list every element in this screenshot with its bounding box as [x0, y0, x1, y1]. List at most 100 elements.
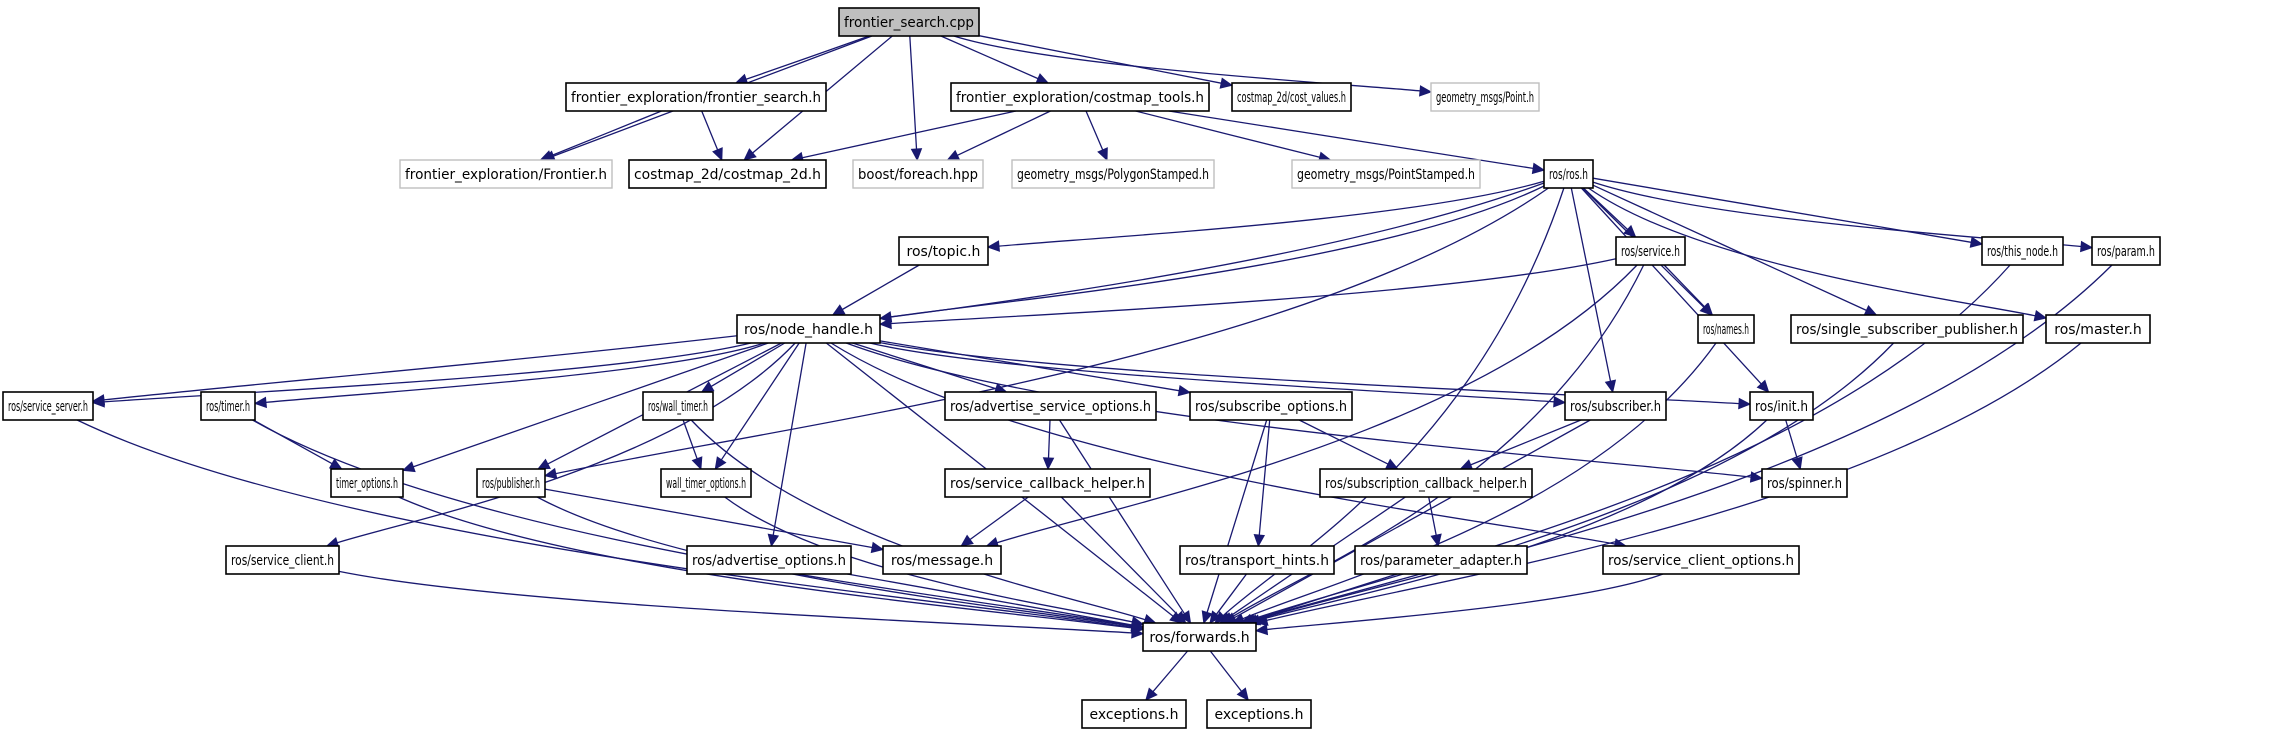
- edge-line: [1266, 573, 1664, 631]
- node-box: [898, 236, 989, 266]
- node-ros[interactable]: ros/ros.h: [1543, 159, 1594, 189]
- edge-node_handle-to-timer_options: [401, 342, 769, 473]
- node-forwards[interactable]: ros/forwards.h: [1142, 622, 1257, 652]
- arrowhead-icon: [714, 456, 727, 471]
- node-subch[interactable]: ros/subscription_callback_helper.h: [1319, 468, 1533, 498]
- node-aso[interactable]: ros/advertise_service_options.h: [944, 391, 1157, 421]
- node-init[interactable]: ros/init.h: [1749, 391, 1814, 421]
- edge-line: [1592, 177, 1972, 243]
- edge-line: [852, 342, 997, 390]
- node-box: [1543, 159, 1594, 189]
- node-gm-ps: geometry_msgs/PointStamped.h: [1291, 159, 1481, 189]
- edge-init-to-spinner: [1785, 419, 1803, 471]
- edge-sch-to-message: [960, 496, 1029, 547]
- node-label: ros/service_client.h: [231, 553, 334, 569]
- node-label: ros/names.h: [1703, 322, 1749, 338]
- node-label: ros/topic.h: [907, 244, 981, 260]
- arrowhead-icon: [1700, 302, 1714, 316]
- node-cv[interactable]: costmap_2d/cost_values.h: [1231, 82, 1352, 112]
- node-service-client[interactable]: ros/service_client.h: [225, 545, 340, 575]
- edge-layer: [76, 35, 2113, 701]
- node-transport-hints[interactable]: ros/transport_hints.h: [1179, 545, 1335, 575]
- node-timer[interactable]: ros/timer.h: [200, 391, 256, 421]
- edge-line: [555, 187, 1549, 475]
- arrowhead-icon: [1173, 610, 1187, 624]
- edge-line: [841, 264, 920, 311]
- node-topic[interactable]: ros/topic.h: [898, 236, 989, 266]
- node-label: ros/subscriber.h: [1570, 399, 1661, 415]
- node-label: ros/ros.h: [1549, 167, 1588, 183]
- edge-ros-to-publisher: [543, 187, 1549, 480]
- node-box: [1602, 545, 1800, 575]
- node-so[interactable]: ros/subscribe_options.h: [1189, 391, 1353, 421]
- node-spinner[interactable]: ros/spinner.h: [1761, 468, 1848, 498]
- edge-line: [1152, 650, 1189, 693]
- arrowhead-icon: [1130, 619, 1145, 631]
- edge-line: [1258, 419, 1768, 621]
- edge-adv_opts-to-forwards: [847, 573, 1145, 631]
- node-label: ros/single_subscriber_publisher.h: [1796, 322, 2018, 338]
- edge-node_handle-to-timer: [253, 342, 765, 409]
- node-box: [225, 545, 340, 575]
- edge-root-to-fe_ct: [940, 35, 1050, 84]
- node-param[interactable]: ros/param.h: [2091, 236, 2161, 266]
- node-ssp[interactable]: ros/single_subscriber_publisher.h: [1790, 314, 2024, 344]
- node-box: [1179, 545, 1335, 575]
- edge-line: [1580, 187, 1762, 385]
- node-label: timer_options.h: [336, 476, 398, 492]
- arrowhead-icon: [1384, 458, 1399, 470]
- edge-line: [1058, 419, 1186, 615]
- node-subscriber[interactable]: ros/subscriber.h: [1564, 391, 1667, 421]
- node-label: ros/service_server.h: [8, 399, 88, 415]
- arrowhead-icon: [543, 467, 558, 480]
- node-cm2d[interactable]: costmap_2d/costmap_2d.h: [628, 159, 827, 189]
- edge-node_handle-to-service_server: [91, 342, 752, 408]
- node-node-handle[interactable]: ros/node_handle.h: [736, 314, 881, 344]
- node-box: [852, 159, 984, 189]
- edge-line: [1085, 110, 1104, 151]
- arrowhead-icon: [910, 148, 923, 162]
- arrowhead-icon: [712, 147, 723, 162]
- node-sco[interactable]: ros/service_client_options.h: [1602, 545, 1800, 575]
- node-wto[interactable]: wall_timer_options.h: [660, 468, 752, 498]
- node-label: ros/timer.h: [206, 399, 250, 415]
- node-message[interactable]: ros/message.h: [882, 545, 1002, 575]
- arrowhead-icon: [878, 317, 892, 330]
- edge-root-to-boost_fe: [909, 35, 923, 162]
- edge-line: [682, 419, 698, 460]
- edge-root-to-gm_point: [953, 35, 1433, 97]
- edge-line: [103, 342, 752, 403]
- node-label: ros/service_callback_helper.h: [950, 476, 1145, 492]
- edge-line: [1588, 187, 2036, 317]
- node-label: wall_timer_options.h: [666, 476, 746, 492]
- edge-timer-to-forwards: [252, 419, 1145, 632]
- edge-service-to-names: [1663, 264, 1714, 316]
- node-wall-timer[interactable]: ros/wall_timer.h: [642, 391, 714, 421]
- edge-line: [338, 570, 1133, 634]
- edge-aso-to-sch: [1042, 419, 1055, 471]
- node-service[interactable]: ros/service.h: [1615, 236, 1686, 266]
- node-names[interactable]: ros/names.h: [1697, 314, 1755, 344]
- node-label: exceptions.h: [1214, 707, 1303, 723]
- arrowhead-icon: [1419, 85, 1433, 97]
- node-label: ros/this_node.h: [1987, 244, 2058, 260]
- node-service-server[interactable]: ros/service_server.h: [2, 391, 94, 421]
- edge-line: [1233, 419, 1591, 619]
- node-timer-options[interactable]: timer_options.h: [330, 468, 404, 498]
- node-fe-fs[interactable]: frontier_exploration/frontier_search.h: [565, 82, 827, 112]
- node-exc1[interactable]: exceptions.h: [1081, 699, 1187, 729]
- node-publisher[interactable]: ros/publisher.h: [476, 468, 546, 498]
- node-fe-ct[interactable]: frontier_exploration/costmap_tools.h: [950, 82, 1210, 112]
- node-master[interactable]: ros/master.h: [2045, 314, 2151, 344]
- arrowhead-icon: [1201, 610, 1213, 625]
- node-param-adapter[interactable]: ros/parameter_adapter.h: [1354, 545, 1528, 575]
- edge-forwards-to-exc1: [1145, 650, 1189, 701]
- node-this-node[interactable]: ros/this_node.h: [1981, 236, 2064, 266]
- node-sch[interactable]: ros/service_callback_helper.h: [944, 468, 1151, 498]
- node-label: boost/foreach.hpp: [858, 167, 978, 183]
- node-box: [686, 545, 852, 575]
- node-exc2[interactable]: exceptions.h: [1206, 699, 1312, 729]
- node-adv-opts[interactable]: ros/advertise_options.h: [686, 545, 852, 575]
- edge-line: [1209, 650, 1243, 692]
